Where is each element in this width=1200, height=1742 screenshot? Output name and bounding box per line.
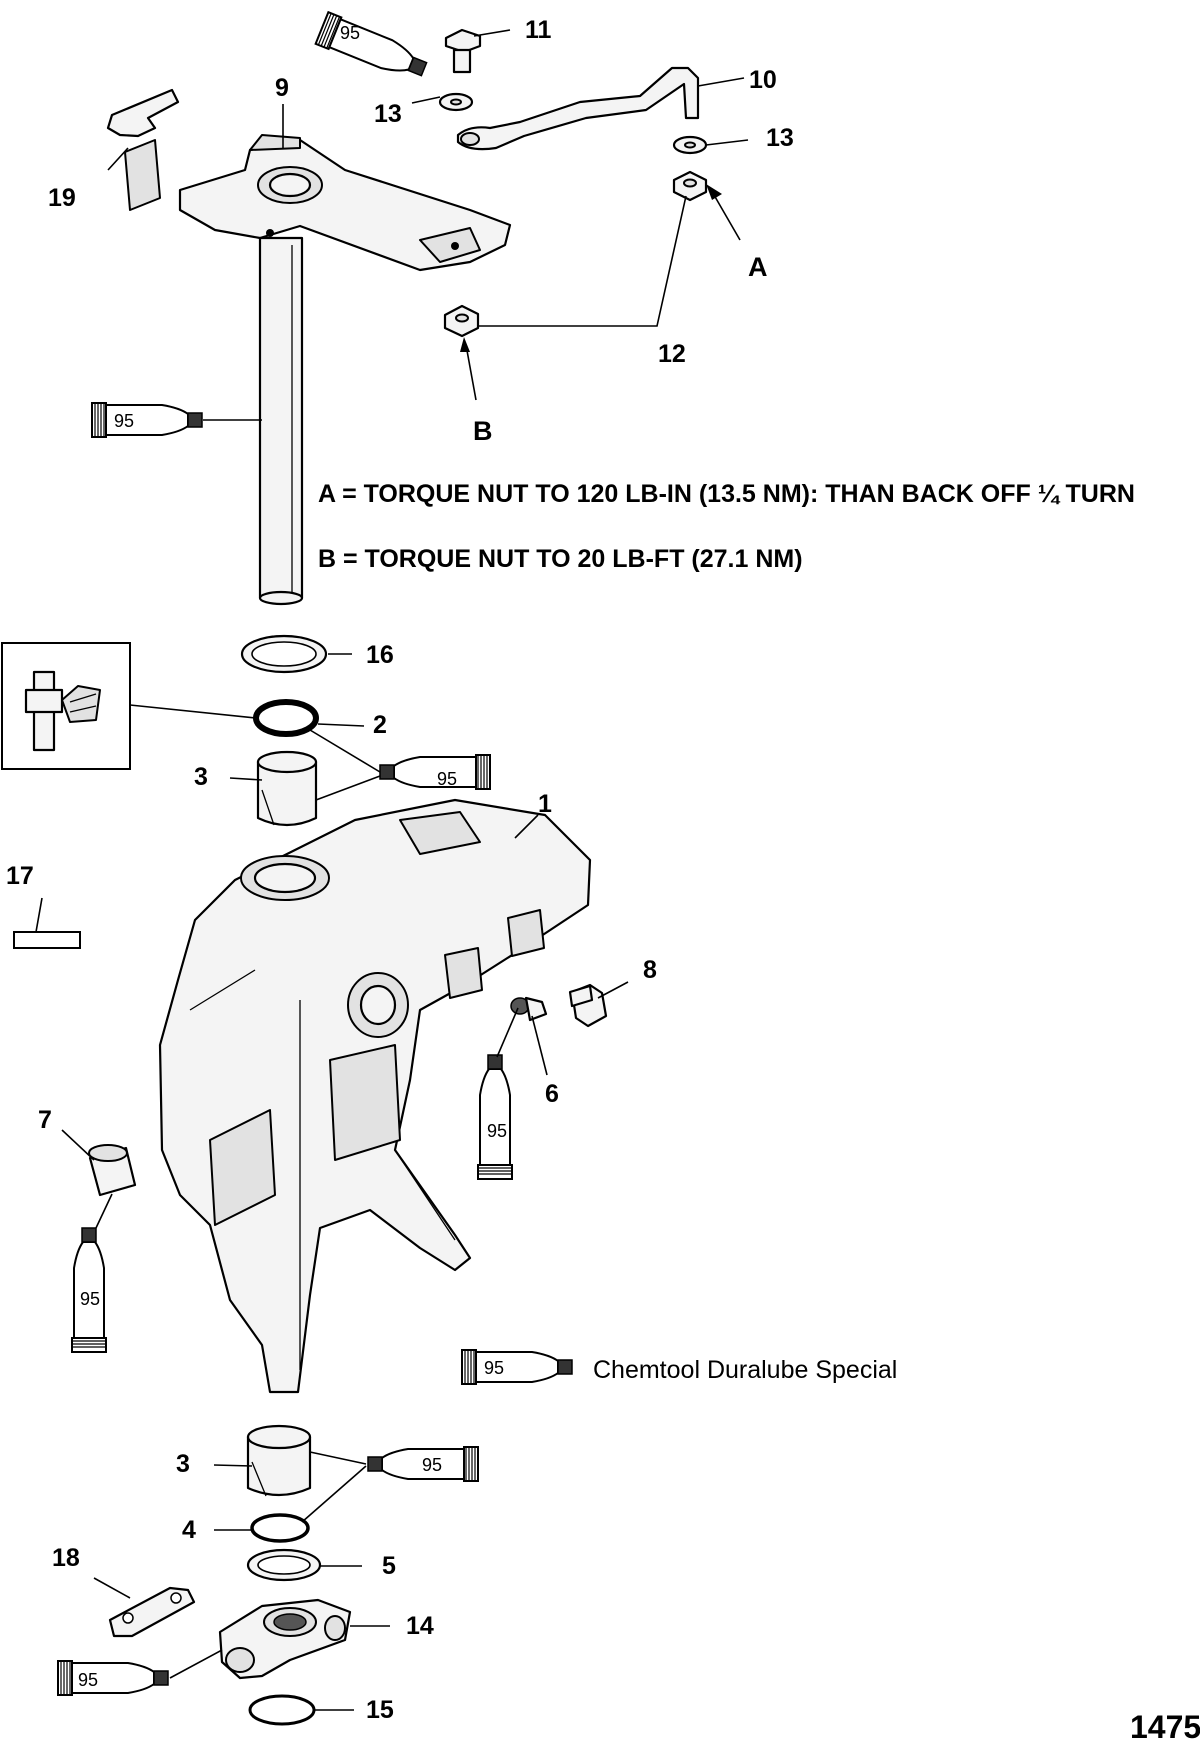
svg-text:95: 95 <box>437 769 457 789</box>
bushing-part-7 <box>88 1144 137 1197</box>
lubricant-legend: 95 Chemtool Duralube Special <box>461 1349 897 1385</box>
steering-tube <box>258 236 304 606</box>
callout-15: 15 <box>366 1696 394 1724</box>
link-rod-part-10 <box>456 66 700 151</box>
callout-9: 9 <box>275 74 289 102</box>
torque-note-a: A = TORQUE NUT TO 120 LB-IN (13.5 NM): T… <box>318 480 1135 508</box>
bolt-part-8 <box>568 983 608 1028</box>
callout-3-lower: 3 <box>176 1450 190 1478</box>
callout-16: 16 <box>366 641 394 669</box>
callout-14: 14 <box>406 1612 434 1640</box>
callout-3-upper: 3 <box>194 763 208 791</box>
leader-lines <box>35 29 749 1711</box>
callout-labels: 9 19 11 13 10 13 12 16 2 3 1 17 8 6 7 3 … <box>6 16 794 1724</box>
callout-10: 10 <box>749 66 777 94</box>
nut-torque-b <box>443 304 480 338</box>
swivel-bracket-part-1 <box>158 798 592 1394</box>
svg-text:95: 95 <box>78 1670 98 1690</box>
callout-13-lower: 13 <box>766 124 794 152</box>
callout-5: 5 <box>382 1552 396 1580</box>
callout-13-upper: 13 <box>374 100 402 128</box>
nut-torque-a <box>672 170 708 202</box>
callout-18: 18 <box>52 1544 80 1572</box>
washer-part-13-lower <box>672 135 708 155</box>
plate-part-17 <box>13 931 81 949</box>
decal-part-19 <box>106 88 180 211</box>
seal-part-4 <box>250 1513 310 1543</box>
legend-tube-code: 95 <box>484 1358 504 1378</box>
torque-point-b: B <box>473 416 493 446</box>
callout-19: 19 <box>48 184 76 212</box>
svg-text:95: 95 <box>422 1455 442 1475</box>
legend-lubricant-name: Chemtool Duralube Special <box>593 1356 897 1384</box>
figure-number: 14751 <box>1130 1709 1200 1742</box>
torque-point-a: A <box>748 252 768 282</box>
bushing-part-3-upper <box>256 750 318 827</box>
callout-2: 2 <box>373 711 387 739</box>
svg-text:95: 95 <box>80 1289 100 1309</box>
callout-17: 17 <box>6 862 34 890</box>
lubricant-tube-bushing-7: 95 <box>71 1227 107 1353</box>
bolt-part-11 <box>444 28 482 74</box>
callout-12: 12 <box>658 340 686 368</box>
lubricant-tube-grease-fitting: 95 <box>477 1054 513 1180</box>
lubricant-tube-yoke-clamp: 95 <box>57 1660 169 1696</box>
seal-part-2 <box>253 699 319 737</box>
lubricant-tube-bolt-11: 95 <box>314 11 432 86</box>
washer-part-5 <box>246 1548 322 1582</box>
thrust-washer-part-16 <box>240 634 328 674</box>
gasket-part-18 <box>108 1586 196 1638</box>
svg-text:95: 95 <box>114 411 134 431</box>
lubricant-tube-steering-tube: 95 <box>91 402 203 438</box>
callout-7: 7 <box>38 1106 52 1134</box>
lubricant-tube-lower-bushing: 95 <box>367 1446 479 1482</box>
yoke-clamp-part-14 <box>218 1598 352 1680</box>
snap-ring-part-15 <box>248 1694 316 1726</box>
washer-part-13-upper <box>438 92 474 112</box>
svg-text:95: 95 <box>487 1121 507 1141</box>
grease-fitting-part-6 <box>510 996 548 1022</box>
callout-4: 4 <box>182 1516 196 1544</box>
callout-8: 8 <box>643 956 657 984</box>
torque-note-b: B = TORQUE NUT TO 20 LB-FT (27.1 NM) <box>318 545 803 573</box>
lubricant-tube-upper-bushing: 95 <box>379 754 491 790</box>
callout-11: 11 <box>525 16 552 44</box>
svg-text:95: 95 <box>340 23 360 43</box>
callout-1: 1 <box>538 790 552 818</box>
bushing-part-3-lower <box>246 1424 312 1497</box>
steering-arm-part-9 <box>178 134 512 272</box>
callout-6: 6 <box>545 1080 559 1108</box>
seal-detail-inset <box>1 642 131 770</box>
